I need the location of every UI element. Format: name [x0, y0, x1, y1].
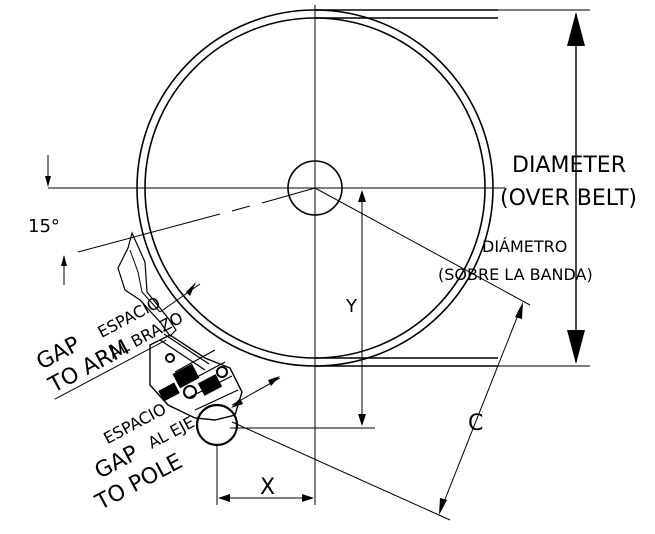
- c-arrow-top: [515, 302, 523, 319]
- x-dimension: [216, 445, 314, 505]
- c-reference-line: [314, 187, 531, 306]
- gap-arm-label-group: GAP ESPACIO TO ARM AL BRAZO: [33, 293, 186, 400]
- gap-arm-underline: [54, 339, 167, 400]
- angle-label: 15°: [28, 216, 60, 237]
- arm-rod: [159, 339, 206, 371]
- diameter-arrow-bottom: [567, 330, 585, 364]
- center-lines: [48, 5, 505, 505]
- c-arrow-bottom: [439, 498, 447, 515]
- x-arrow-right: [302, 494, 314, 502]
- diameter-label-en-2: (OVER BELT): [500, 186, 637, 211]
- dim-y-label: Y: [345, 296, 358, 317]
- c-dimension: [231, 187, 531, 521]
- gap-arm-line: [159, 283, 201, 313]
- arm-rod-2: [163, 333, 210, 365]
- diameter-dimension: [498, 9, 590, 367]
- arm-bracket: [117, 231, 210, 371]
- pole-circle: [195, 403, 239, 447]
- gap-pole-arrow-1: [268, 376, 280, 386]
- gap-pole-label-group: ESPACIO GAP AL EJE TO POLE: [91, 399, 198, 516]
- arm-bracket-outline: [117, 231, 177, 337]
- diameter-label-es-1: DIÁMETRO: [482, 237, 567, 256]
- angle-dimension: [45, 155, 67, 285]
- angle-arrow-bottom: [61, 255, 67, 266]
- sensor-block-3: [158, 382, 180, 402]
- x-arrow-left: [218, 494, 230, 502]
- c-line: [439, 304, 523, 513]
- diameter-arrow-top: [567, 12, 585, 46]
- diameter-label-es-2: (SOBRE LA BANDA): [438, 265, 593, 284]
- sensor-knob-2: [216, 366, 228, 378]
- sensor-knob-1: [183, 385, 197, 399]
- angle-reference-line-1: [261, 187, 316, 204]
- diameter-label-en-1: DIAMETER: [512, 153, 626, 178]
- dim-x-label: X: [260, 475, 275, 500]
- angle-reference-line-3: [77, 213, 221, 253]
- dim-c-label: C: [468, 411, 483, 436]
- y-dimension: [230, 187, 375, 429]
- angle-reference-line-2: [231, 205, 251, 212]
- sensor-knob-3: [165, 353, 175, 363]
- gap-arm-dimension: [159, 282, 201, 313]
- angle-arrow-top: [45, 176, 51, 187]
- arm-bracket-detail: [129, 249, 161, 313]
- sensor-block-1: [172, 363, 200, 389]
- y-arrow-bottom: [358, 414, 366, 426]
- y-arrow-top: [358, 190, 366, 202]
- gap-arm-arrow: [186, 282, 196, 296]
- sensor-assembly: [149, 334, 243, 447]
- c-extension-pole: [231, 421, 451, 521]
- sensor-block-2: [197, 374, 223, 396]
- sensor-hatch: [174, 349, 239, 411]
